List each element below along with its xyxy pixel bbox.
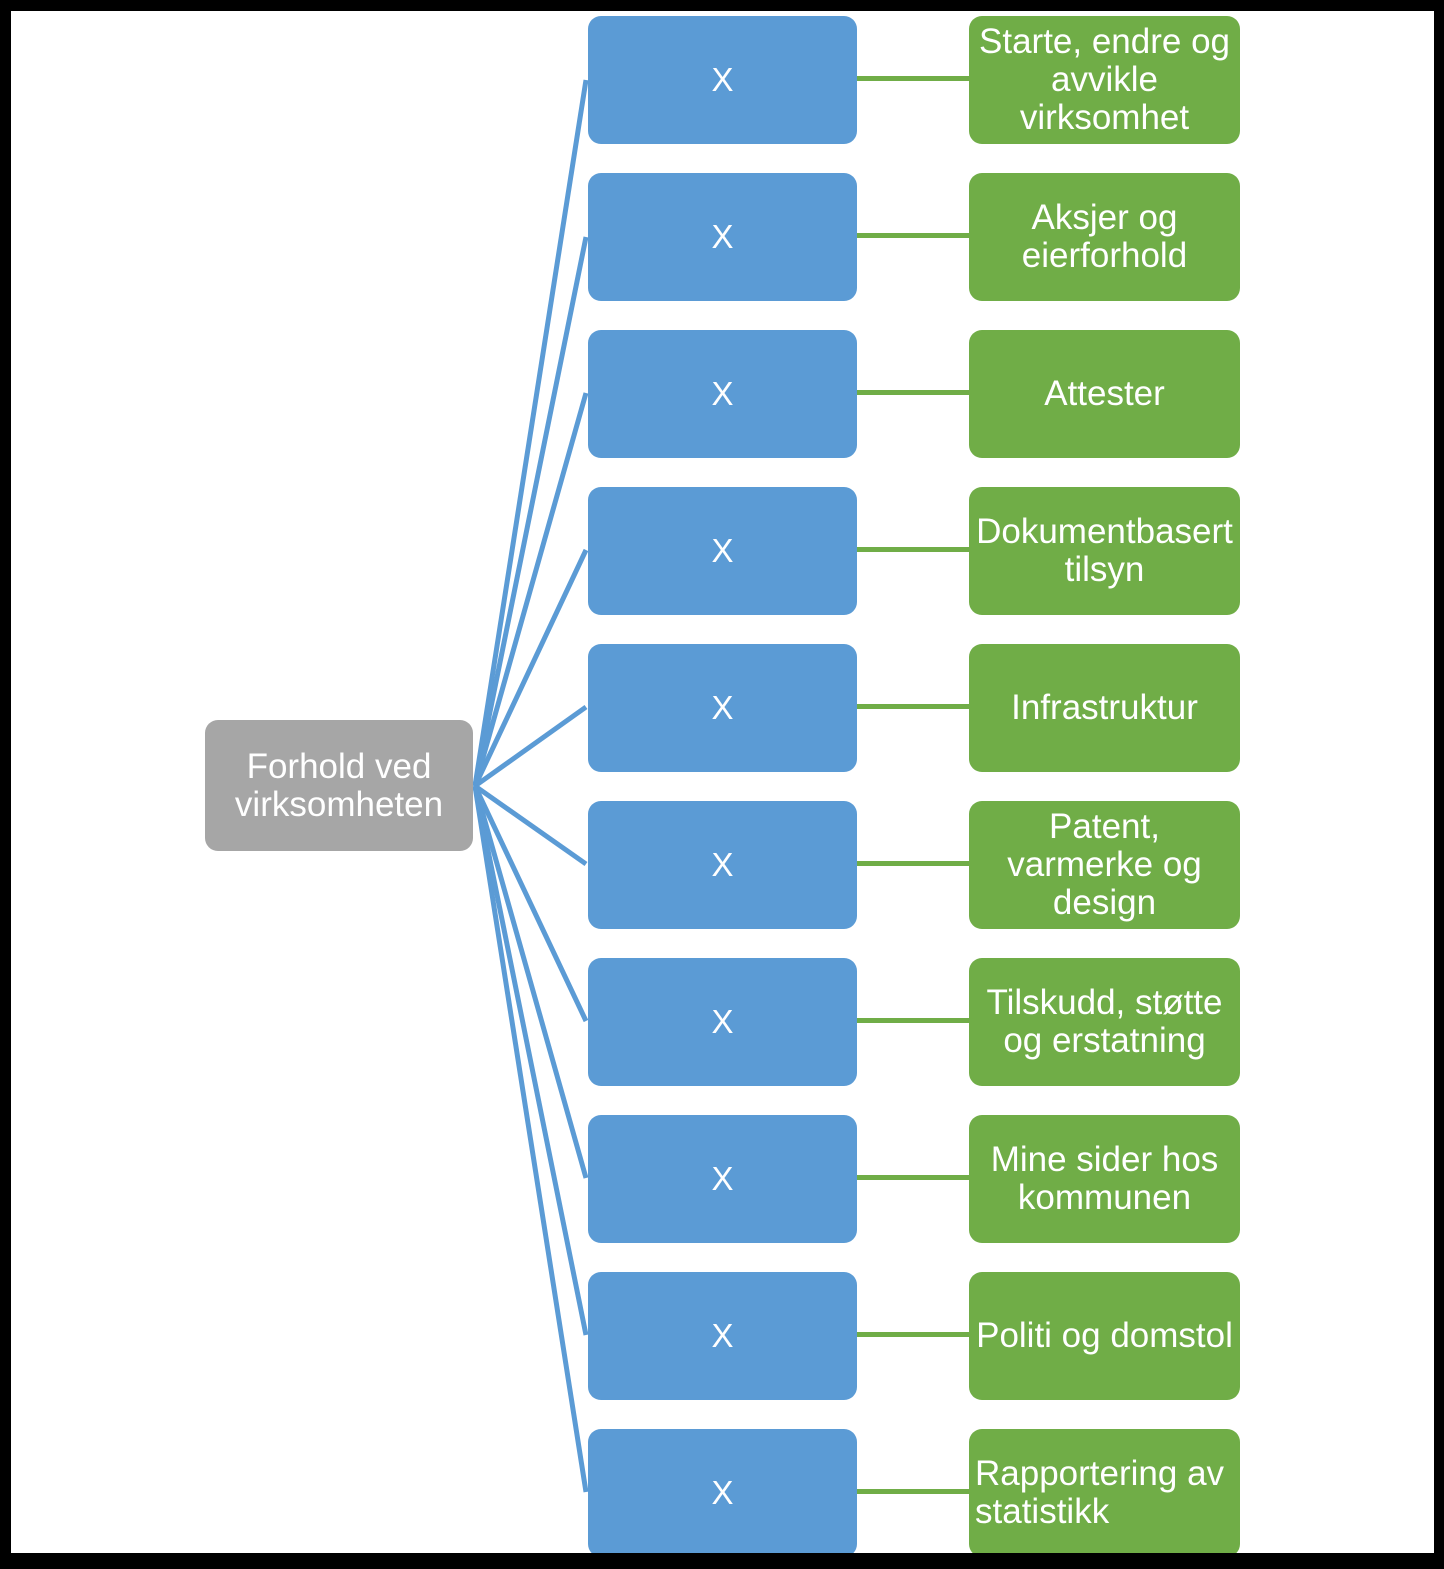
leaf-connector-8	[857, 1175, 969, 1180]
edge-to-branch-5	[473, 704, 588, 789]
leaf-node-label: Tilskudd, støtte og erstatning	[986, 983, 1223, 1060]
middle-node-label: X	[711, 1003, 734, 1041]
middle-node-label: X	[711, 61, 734, 99]
leaf-connector-7	[857, 1018, 969, 1023]
leaf-node-label: Infrastruktur	[1011, 688, 1198, 728]
leaf-node-grants-support-compensation[interactable]: Tilskudd, støtte og erstatning	[969, 958, 1240, 1086]
leaf-node-label: Mine sider hos kommunen	[990, 1140, 1219, 1217]
middle-node-4[interactable]: X	[588, 487, 857, 615]
edge-to-branch-4	[472, 548, 589, 788]
leaf-connector-3	[857, 390, 969, 395]
leaf-connector-1	[857, 76, 969, 81]
middle-node-label: X	[711, 689, 734, 727]
middle-node-6[interactable]: X	[588, 801, 857, 929]
middle-node-label: X	[711, 1160, 734, 1198]
middle-node-7[interactable]: X	[588, 958, 857, 1086]
root-node-label: Forhold ved virksomheten	[234, 746, 444, 824]
edge-to-branch-7	[472, 784, 589, 1023]
leaf-node-label: Rapportering av statistikk	[975, 1454, 1225, 1531]
leaf-node-start-change-wind-up-business[interactable]: Starte, endre og avvikle virksomhet	[969, 16, 1240, 144]
leaf-node-document-based-supervision[interactable]: Dokumentbasert tilsyn	[969, 487, 1240, 615]
middle-node-5[interactable]: X	[588, 644, 857, 772]
leaf-node-my-pages-municipality[interactable]: Mine sider hos kommunen	[969, 1115, 1240, 1243]
middle-node-3[interactable]: X	[588, 330, 857, 458]
leaf-connector-2	[857, 233, 969, 238]
edge-to-branch-10	[472, 785, 589, 1493]
leaf-connector-6	[857, 861, 969, 866]
middle-node-label: X	[711, 218, 734, 256]
leaf-node-patent-trademark-design[interactable]: Patent, varmerke og design	[969, 801, 1240, 929]
leaf-node-label: Attester	[1044, 374, 1165, 414]
edge-to-branch-9	[472, 785, 589, 1336]
middle-node-10[interactable]: X	[588, 1429, 857, 1553]
leaf-connector-5	[857, 704, 969, 709]
middle-node-label: X	[711, 1474, 734, 1512]
middle-node-8[interactable]: X	[588, 1115, 857, 1243]
middle-node-2[interactable]: X	[588, 173, 857, 301]
edge-to-branch-6	[473, 783, 588, 867]
edge-to-branch-3	[472, 392, 589, 787]
middle-node-label: X	[711, 532, 734, 570]
leaf-node-label: Patent, varmerke og design	[1007, 807, 1202, 922]
leaf-connector-4	[857, 547, 969, 552]
leaf-connector-10	[857, 1489, 969, 1494]
middle-node-label: X	[711, 846, 734, 884]
leaf-connector-9	[857, 1332, 969, 1337]
leaf-node-label: Starte, endre og avvikle virksomhet	[979, 22, 1230, 137]
leaf-node-police-and-courts[interactable]: Politi og domstol	[969, 1272, 1240, 1400]
middle-node-label: X	[711, 375, 734, 413]
edge-to-branch-2	[472, 236, 589, 787]
leaf-node-infrastructure[interactable]: Infrastruktur	[969, 644, 1240, 772]
leaf-node-certificates[interactable]: Attester	[969, 330, 1240, 458]
leaf-node-label: Aksjer og eierforhold	[1021, 198, 1188, 275]
leaf-node-label: Politi og domstol	[976, 1316, 1233, 1356]
edge-to-branch-1	[472, 79, 589, 787]
edge-to-branch-8	[472, 785, 589, 1179]
leaf-node-label: Dokumentbasert tilsyn	[976, 512, 1233, 589]
leaf-node-shares-and-ownership[interactable]: Aksjer og eierforhold	[969, 173, 1240, 301]
middle-node-1[interactable]: X	[588, 16, 857, 144]
middle-node-label: X	[711, 1317, 734, 1355]
leaf-node-statistics-reporting[interactable]: Rapportering av statistikk	[969, 1429, 1240, 1553]
middle-node-9[interactable]: X	[588, 1272, 857, 1400]
root-node[interactable]: Forhold ved virksomheten	[205, 720, 473, 851]
